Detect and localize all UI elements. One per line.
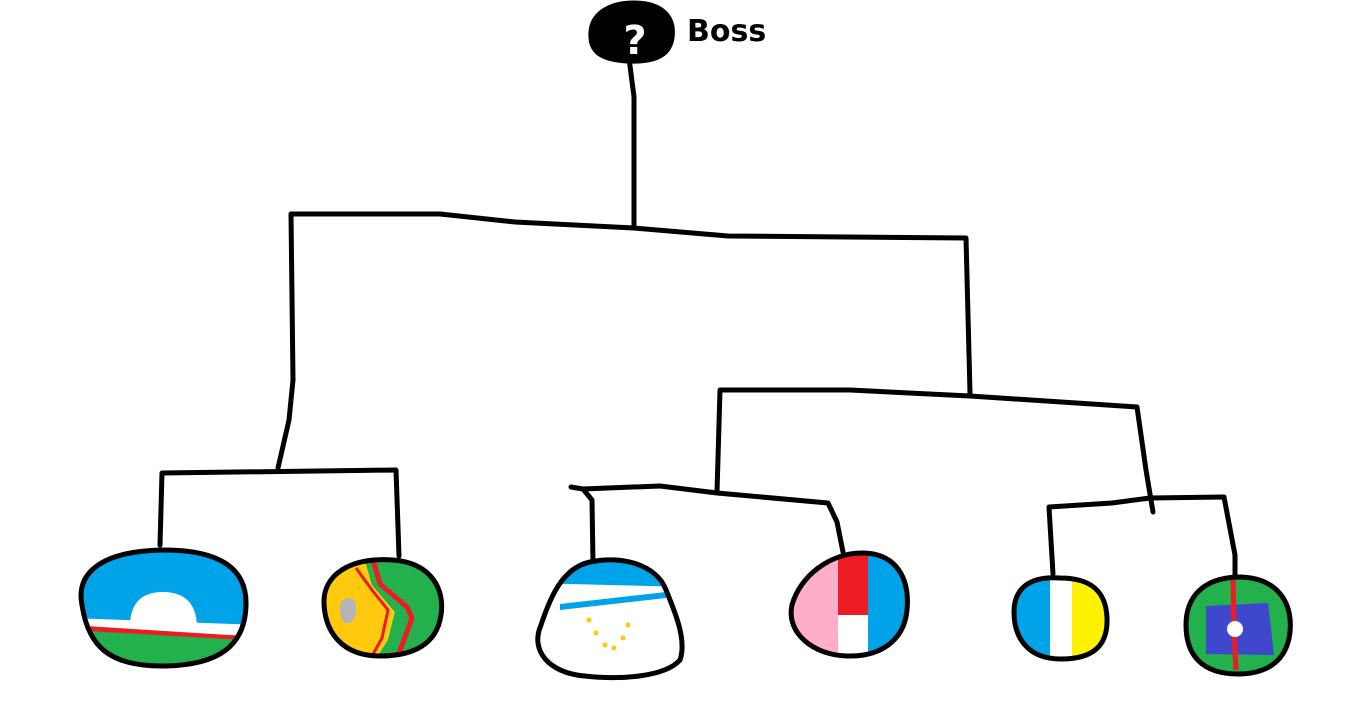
left-subtree-stem (275, 211, 296, 471)
leaf-ball-1 (78, 547, 249, 669)
boss-label: Boss (687, 14, 767, 49)
question-mark-ball-icon (588, 0, 675, 64)
leaf-ball-2 (321, 557, 445, 659)
left-subtree-branch (157, 467, 402, 559)
middle-pair-left-stem (580, 486, 596, 566)
leaf-ball-3 (535, 557, 685, 681)
boss-node: ? (588, 0, 675, 64)
root-stem (626, 55, 637, 229)
leaf-ball-4 (788, 550, 910, 659)
leaf-ball-5 (1011, 575, 1110, 662)
boss-icon-symbol: ? (623, 18, 646, 64)
right-subtree-branch (714, 387, 1156, 515)
connectors (157, 55, 1238, 583)
level-1-branch (288, 211, 973, 396)
right-pair-branch (1046, 494, 1238, 583)
middle-pair-branch (568, 483, 846, 555)
leaf-ball-6 (1183, 574, 1293, 677)
